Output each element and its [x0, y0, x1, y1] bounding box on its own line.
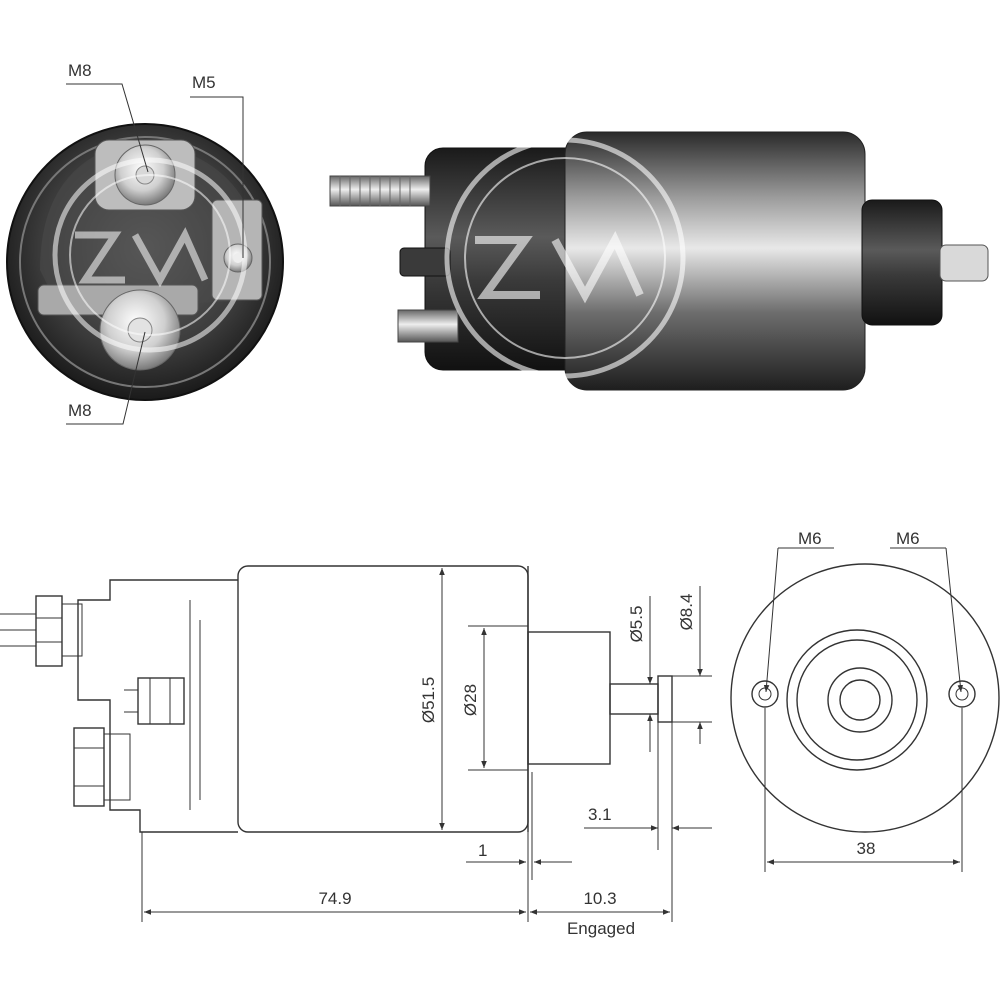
- side-mid-stud: [124, 677, 185, 725]
- end-stud-right: [948, 680, 976, 708]
- end-stud-left: [751, 680, 779, 708]
- callout-top-left: M8: [68, 61, 92, 80]
- side-top-stud: [0, 595, 83, 667]
- callout-bottom: M8: [68, 401, 92, 420]
- dim-pin-large: Ø8.4: [677, 594, 696, 631]
- side-view-drawing: [0, 565, 673, 833]
- callout-top-right: M5: [192, 73, 216, 92]
- label-engaged: Engaged: [567, 919, 635, 938]
- callout-stud-left: M6: [798, 529, 822, 548]
- watermark-logo: [52, 157, 248, 353]
- dim-stud-spacing: 38: [857, 839, 876, 858]
- photo-callouts: M8 M5 M8: [66, 61, 244, 425]
- dim-pin-small: Ø5.5: [627, 606, 646, 643]
- end-cap-photo: [6, 123, 284, 401]
- callout-stud-right: M6: [896, 529, 920, 548]
- dim-gap: 1: [478, 841, 487, 860]
- dim-length-body: 74.9: [318, 889, 351, 908]
- end-view-dimensions: M6 M6 38: [763, 529, 964, 872]
- side-dimensions: Ø51.5 Ø28 Ø5.5 Ø8.4 3.1 1 74.9: [141, 568, 712, 938]
- dim-length-engaged: 10.3: [583, 889, 616, 908]
- watermark-logo-side: [444, 137, 686, 379]
- end-view-drawing: [730, 563, 1000, 833]
- side-low-stud: [73, 727, 131, 807]
- side-photo: [329, 131, 989, 391]
- dim-plunger-diameter: Ø28: [461, 684, 480, 716]
- dim-body-diameter: Ø51.5: [419, 677, 438, 723]
- dim-pin-offset: 3.1: [588, 805, 612, 824]
